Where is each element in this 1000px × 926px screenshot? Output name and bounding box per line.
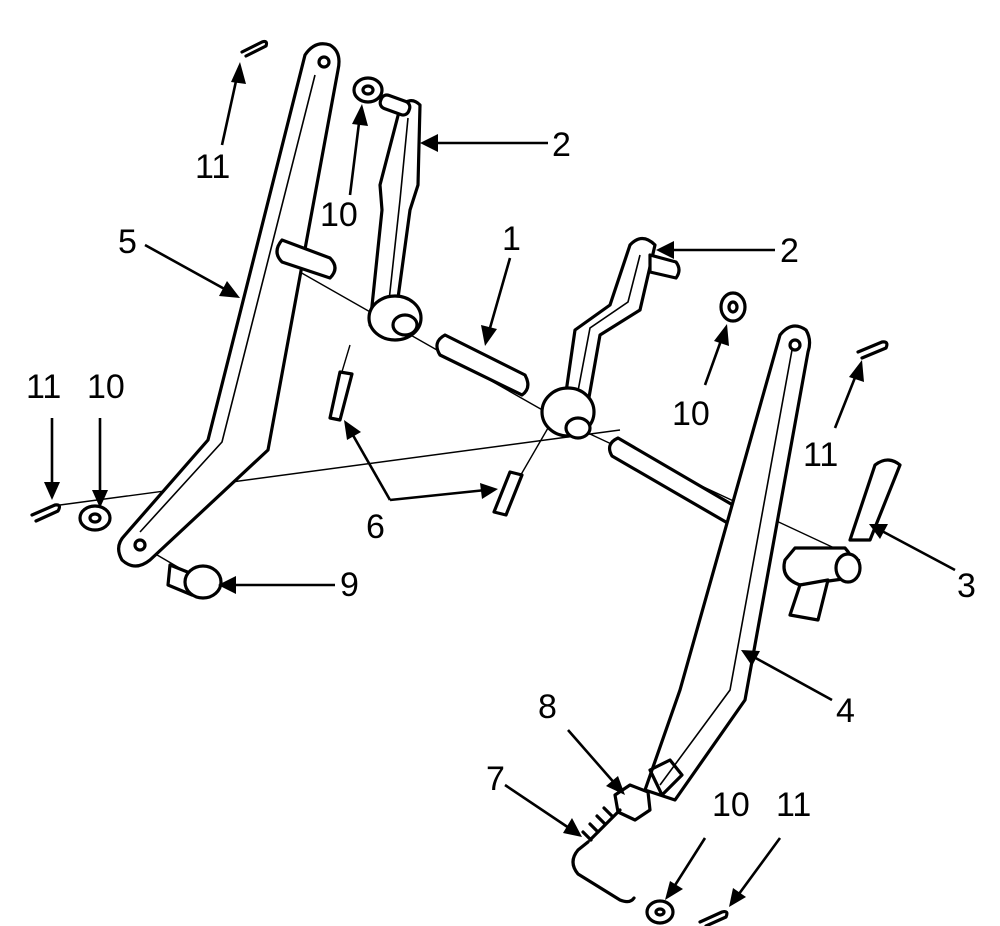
part-9-clevis-pin bbox=[166, 563, 223, 600]
callout-9: 9 bbox=[340, 566, 359, 604]
callout-10: 10 bbox=[87, 368, 125, 406]
callout-2: 2 bbox=[552, 126, 571, 164]
callout-10: 10 bbox=[672, 395, 710, 433]
part-5-left-lever bbox=[117, 42, 341, 568]
callout-6: 6 bbox=[366, 508, 385, 546]
part-11-cotter-pin-bottom bbox=[698, 909, 729, 926]
part-10-washer-bottom bbox=[645, 899, 675, 925]
part-11-cotter-pin-top bbox=[240, 39, 269, 58]
callout-labels: 11 10 2 5 1 2 10 11 11 10 6 9 3 4 8 7 10… bbox=[26, 126, 976, 824]
part-3-t-handle bbox=[782, 458, 902, 622]
part-10-washer-right bbox=[719, 291, 747, 323]
callout-10: 10 bbox=[712, 786, 750, 824]
part-1-shaft bbox=[435, 333, 530, 397]
pivot-tube bbox=[275, 238, 337, 280]
callout-7: 7 bbox=[486, 760, 505, 798]
callout-2: 2 bbox=[780, 232, 799, 270]
callout-8: 8 bbox=[538, 688, 557, 726]
part-4-right-lever bbox=[643, 324, 812, 802]
part-6-roll-pins bbox=[328, 370, 524, 517]
callout-10: 10 bbox=[320, 196, 358, 234]
part-10-washer-left bbox=[78, 504, 112, 532]
part-2-lower-arm bbox=[540, 236, 681, 440]
callout-11: 11 bbox=[26, 368, 61, 406]
part-2-upper-arm bbox=[367, 93, 423, 342]
callout-1: 1 bbox=[502, 220, 521, 258]
callout-3: 3 bbox=[957, 567, 976, 605]
leader-lines bbox=[44, 62, 956, 907]
part-11-cotter-pin-right bbox=[856, 340, 889, 360]
part-10-washer-top bbox=[352, 76, 384, 104]
callout-11: 11 bbox=[195, 148, 230, 186]
callout-4: 4 bbox=[836, 692, 855, 730]
part-7-hook-rod bbox=[571, 806, 636, 904]
callout-5: 5 bbox=[118, 223, 137, 261]
part-11-cotter-pin-left bbox=[30, 503, 62, 523]
callout-11: 11 bbox=[776, 786, 811, 824]
callout-11: 11 bbox=[803, 436, 838, 474]
